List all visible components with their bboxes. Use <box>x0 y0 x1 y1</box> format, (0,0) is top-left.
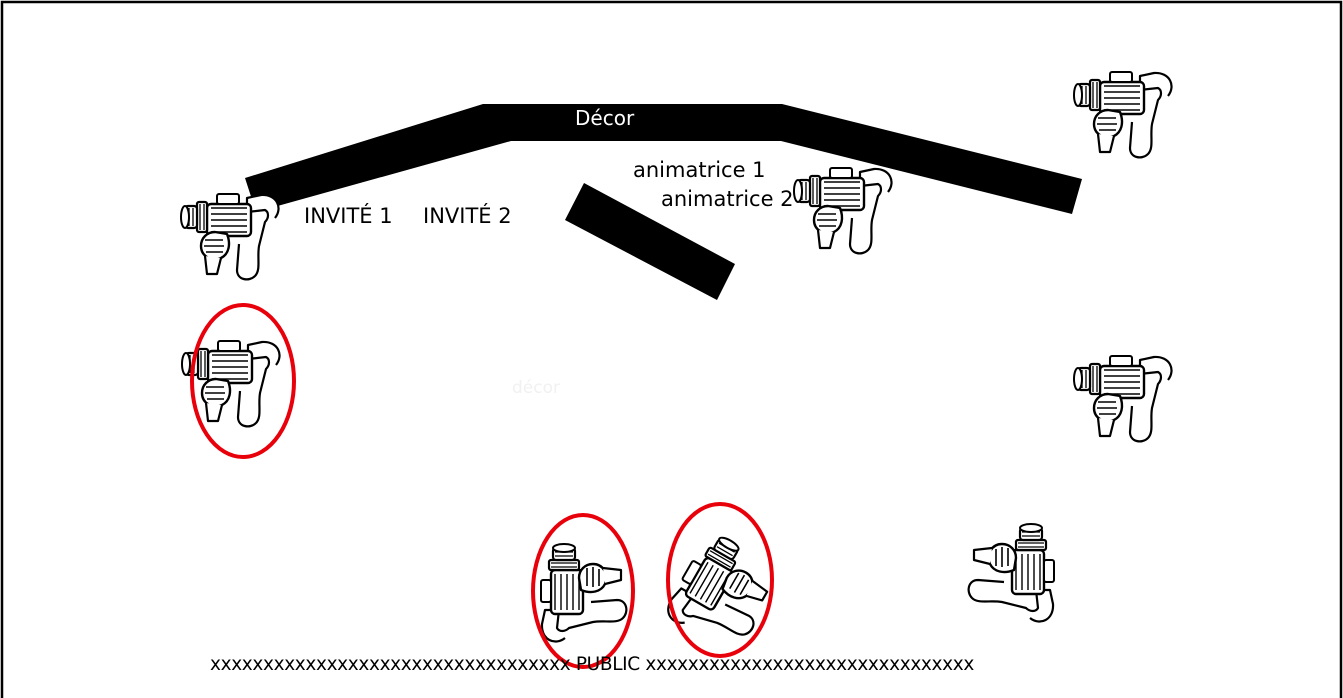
highlight-circle-left <box>190 303 296 459</box>
video-camera-icon <box>1072 354 1173 443</box>
center-desk <box>565 183 735 300</box>
public-line: xxxxxxxxxxxxxxxxxxxxxxxxxxxxxxxxxx PUBLI… <box>210 654 974 675</box>
camera-left-top <box>179 192 280 281</box>
guest-1-label: INVITÉ 1 <box>304 204 393 228</box>
video-camera-icon <box>1072 70 1173 159</box>
video-camera-icon <box>539 542 628 643</box>
camera-right-middle <box>1072 354 1173 443</box>
camera-bottom-1 <box>539 542 628 643</box>
highlight-circle-bottom-1 <box>531 513 635 669</box>
video-camera-icon <box>179 192 280 281</box>
highlight-circle-bottom-2 <box>666 502 774 658</box>
camera-right-top <box>1072 70 1173 159</box>
camera-bottom-right <box>967 522 1056 623</box>
camera-center-host <box>792 166 893 255</box>
decor-backdrop <box>245 104 1082 214</box>
decor-ghost-label: décor <box>512 378 560 398</box>
video-camera-icon <box>792 166 893 255</box>
guest-2-label: INVITÉ 2 <box>423 204 512 228</box>
host-2-label: animatrice 2 <box>661 187 794 211</box>
video-camera-icon <box>967 522 1056 623</box>
host-1-label: animatrice 1 <box>633 158 766 182</box>
decor-label: Décor <box>575 106 635 130</box>
